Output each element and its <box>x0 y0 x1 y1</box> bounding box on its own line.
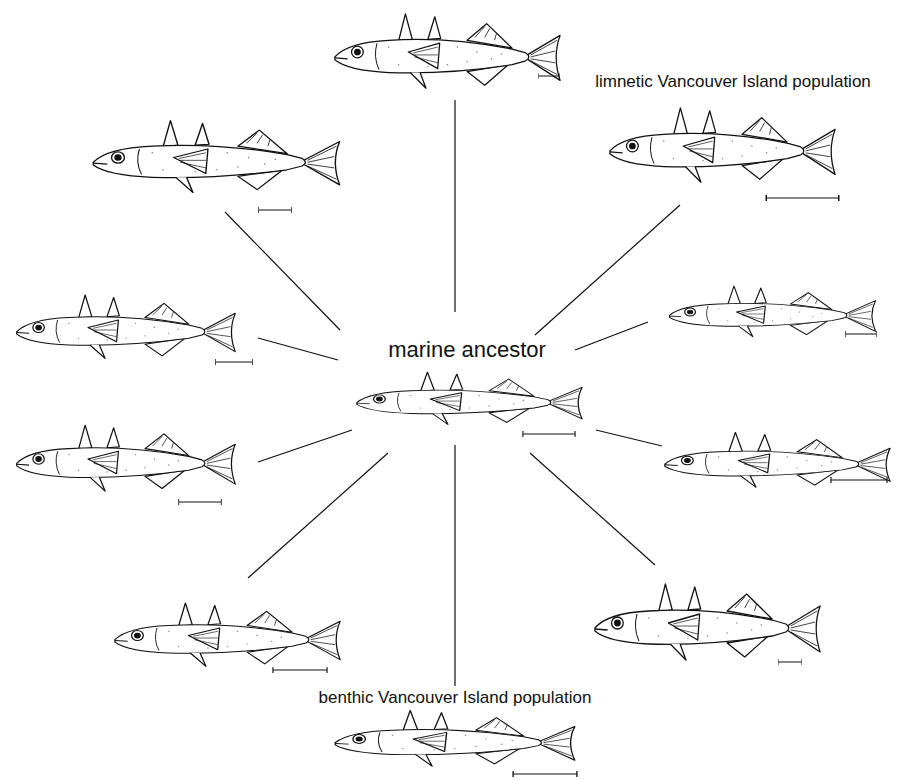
radial-line <box>258 430 352 462</box>
radial-line <box>225 212 340 330</box>
connector-line <box>454 445 455 686</box>
scale-bar <box>259 207 292 213</box>
stickleback-fish <box>335 710 575 766</box>
stickleback-fish <box>665 432 890 487</box>
population-node: benthic Vancouver Island population <box>305 686 605 776</box>
stickleback-fish <box>595 584 820 660</box>
radial-line <box>596 430 662 446</box>
scale-bar <box>778 659 801 665</box>
scale-bar <box>273 667 327 673</box>
radial-line <box>454 100 455 312</box>
radial-line <box>530 453 655 565</box>
leader-lines <box>225 100 662 578</box>
scale-bars <box>179 73 887 777</box>
scale-bar <box>216 359 253 365</box>
ancestor-label: marine ancestor <box>345 335 590 363</box>
scale-bar <box>538 73 559 79</box>
scale-bar <box>831 477 887 483</box>
scale-bar <box>513 771 577 777</box>
stickleback-fish <box>17 425 236 491</box>
radial-line <box>575 322 648 350</box>
stickleback-fish <box>669 286 875 337</box>
fish-drawings <box>17 14 890 766</box>
scale-bar <box>846 331 877 337</box>
population-label: limnetic Vancouver Island population <box>589 70 877 92</box>
connector-line <box>535 205 680 335</box>
scale-bar <box>766 195 839 201</box>
population-label: benthic Vancouver Island population <box>305 686 605 708</box>
scale-bar <box>523 431 575 437</box>
stickleback-fish <box>610 108 835 182</box>
scale-bar <box>179 499 222 505</box>
stickleback-fish <box>357 372 582 424</box>
radial-line <box>248 453 388 578</box>
stickleback-fish <box>17 295 236 358</box>
stickleback-fish <box>93 121 339 193</box>
population-node: marine ancestor <box>345 335 590 445</box>
population-node: limnetic Vancouver Island population <box>589 70 877 205</box>
stickleback-fish <box>335 14 560 88</box>
stickleback-fish <box>115 603 340 666</box>
radial-line <box>258 338 338 360</box>
